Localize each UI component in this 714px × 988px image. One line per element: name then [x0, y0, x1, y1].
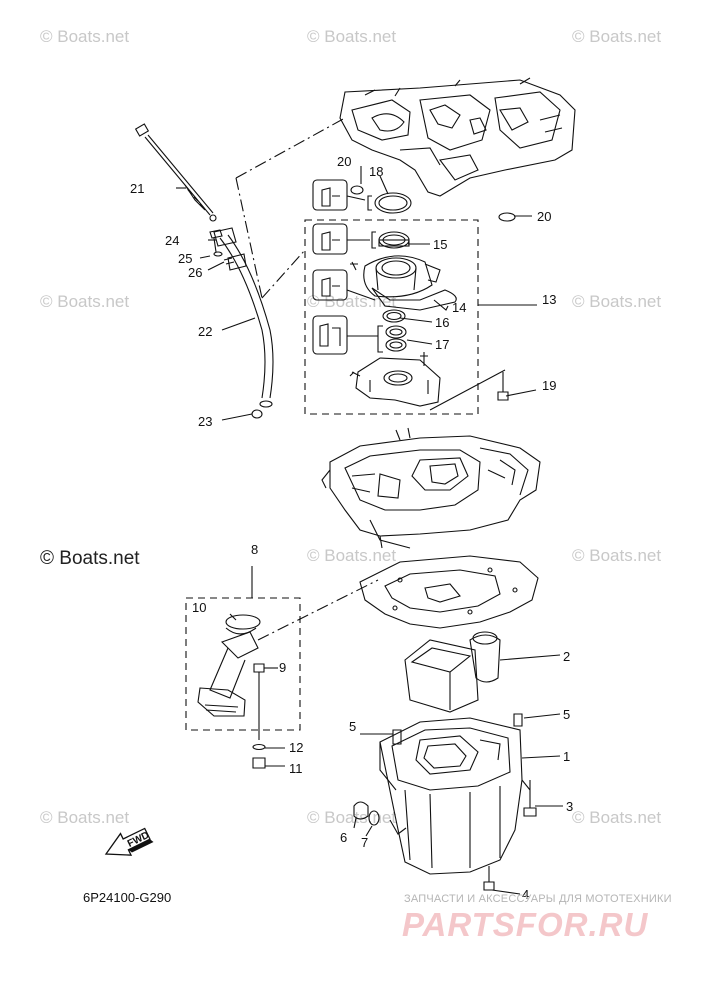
- forward-arrow-icon: FWD: [104, 827, 154, 856]
- callout-5-left: 5: [349, 719, 356, 734]
- watermark: © Boats.net: [572, 27, 662, 46]
- shop-tagline: ЗАПЧАСТИ И АКСЕССУАРЫ ДЛЯ МОТОТЕХНИКИ: [404, 893, 672, 905]
- oil-pan-gasket: [359, 555, 539, 629]
- watermark: © Boats.net: [572, 546, 662, 565]
- bolt-9: [253, 663, 265, 740]
- callout-14: 14: [452, 300, 466, 315]
- callout-25: 25: [178, 251, 192, 266]
- watermark: © Boats.net: [307, 27, 397, 46]
- dipstick-guide-tube: [213, 227, 274, 408]
- washer-12: [252, 743, 266, 751]
- callout-7: 7: [361, 835, 368, 850]
- callout-22: 22: [198, 324, 212, 339]
- callout-2: 2: [563, 649, 570, 664]
- callout-26: 26: [188, 265, 202, 280]
- section-detail-3: [312, 269, 376, 301]
- oil-seal-18: [374, 192, 412, 214]
- callout-20-top: 20: [337, 154, 351, 169]
- callout-9: 9: [279, 660, 286, 675]
- section-detail-2: [312, 223, 376, 255]
- watermark: © Boats.net: [40, 292, 130, 311]
- callout-12: 12: [289, 740, 303, 755]
- callout-15: 15: [433, 237, 447, 252]
- washer-25: [213, 251, 223, 257]
- watermark: © Boats.net: [40, 27, 130, 46]
- drain-plug-6: [353, 801, 369, 820]
- dowel-pin-5-right: [513, 713, 523, 727]
- seal-17-lower: [385, 338, 407, 352]
- housing-plate: [349, 352, 441, 407]
- watermark: © Boats.net: [40, 808, 130, 827]
- oil-sump-2: [404, 631, 501, 713]
- engine-block: [339, 77, 576, 197]
- seal-16: [382, 309, 406, 323]
- exhaust-guide: [321, 427, 541, 549]
- callout-13: 13: [542, 292, 556, 307]
- assembly-box-8: [185, 597, 301, 731]
- watermark: © Boats.net: [572, 808, 662, 827]
- watermark-main: © Boats.net: [40, 548, 140, 569]
- callout-24: 24: [165, 233, 179, 248]
- o-ring-20-right: [498, 212, 516, 222]
- bolt-11: [252, 757, 266, 769]
- callout-6: 6: [340, 830, 347, 845]
- callout-5-right: 5: [563, 707, 570, 722]
- assembly-box-13: [304, 219, 479, 415]
- callout-19: 19: [542, 378, 556, 393]
- seal-17-upper: [385, 325, 407, 339]
- callout-1: 1: [563, 749, 570, 764]
- watermark: © Boats.net: [307, 808, 397, 827]
- watermark: © Boats.net: [572, 292, 662, 311]
- callout-20-right: 20: [537, 209, 551, 224]
- drive-shaft-housing: [350, 255, 457, 311]
- bolt-4: [483, 866, 495, 891]
- bolt-19: [497, 372, 509, 401]
- watermark: © Boats.net: [307, 292, 397, 311]
- callout-16: 16: [435, 315, 449, 330]
- callout-11: 11: [289, 761, 303, 776]
- oil-strainer: [197, 614, 261, 717]
- shop-logo: PARTSFOR.RU: [402, 906, 649, 943]
- gasket-7: [368, 810, 380, 826]
- oil-pan: [379, 717, 531, 875]
- callout-23: 23: [198, 414, 212, 429]
- callouts: 21 24 25 26 22 23 20 18 15 20 14 13 16 1…: [130, 154, 573, 902]
- o-ring-20: [350, 185, 364, 195]
- section-detail-1: [312, 179, 372, 211]
- o-ring-23: [251, 409, 263, 419]
- callout-3: 3: [566, 799, 573, 814]
- grommet-26: [223, 257, 235, 265]
- watermark: © Boats.net: [307, 546, 397, 565]
- callout-4: 4: [522, 887, 529, 902]
- callout-18: 18: [369, 164, 383, 179]
- callout-21: 21: [130, 181, 144, 196]
- diagram-code: 6P24100-G290: [83, 890, 172, 905]
- callout-10: 10: [192, 600, 206, 615]
- dowel-pin-5-left: [392, 729, 402, 745]
- section-detail-4: [312, 315, 383, 355]
- callout-17: 17: [435, 337, 449, 352]
- callout-8: 8: [251, 542, 258, 557]
- oil-dipstick: [134, 123, 217, 222]
- bolt-3: [523, 780, 537, 817]
